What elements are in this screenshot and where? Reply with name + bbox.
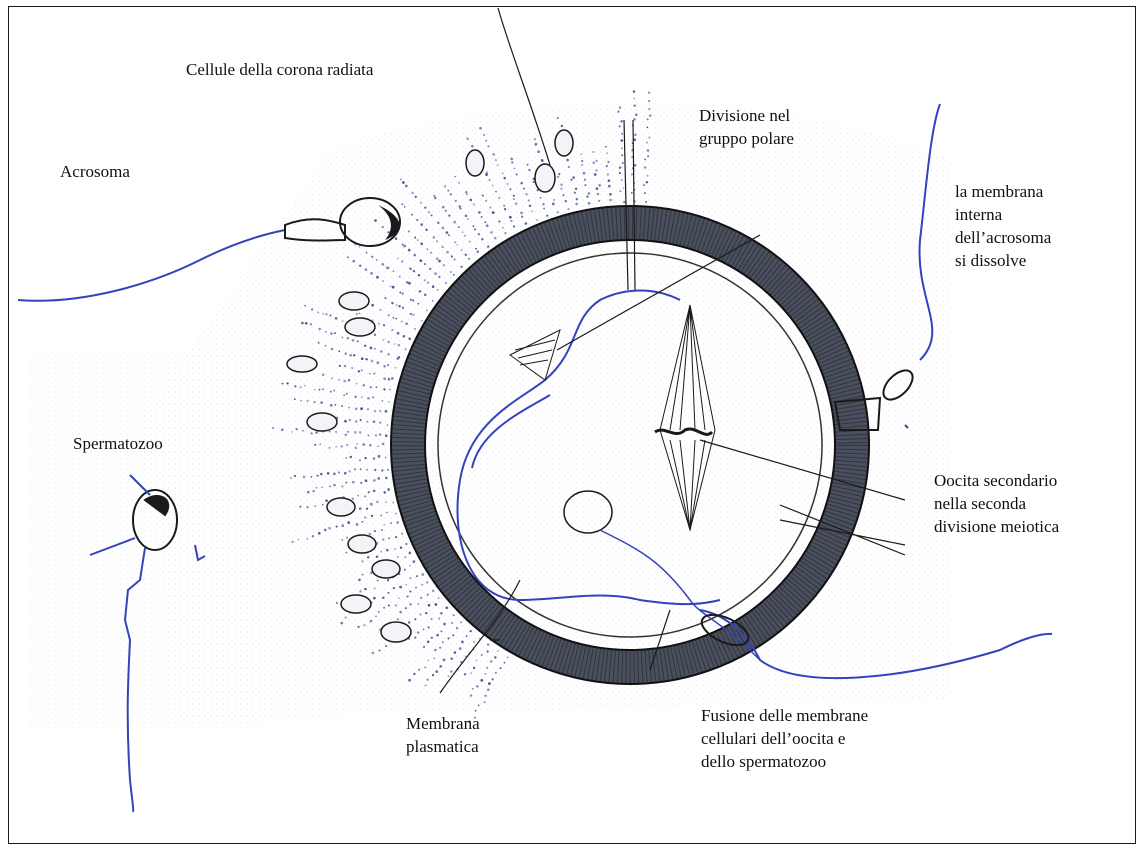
- label-plasma-membrane: Membrana plasmatica: [406, 712, 480, 758]
- label-corona-cells: Cellule della corona radiata: [186, 58, 373, 81]
- label-polar-division: Divisione nel gruppo polare: [699, 104, 794, 150]
- label-sperm: Spermatozoo: [73, 432, 163, 455]
- label-secondary-oocyte: Oocita secondario nella seconda division…: [934, 469, 1059, 538]
- label-membrane-fusion: Fusione delle membrane cellulari dell’oo…: [701, 704, 868, 773]
- label-acrosome: Acrosoma: [60, 160, 130, 183]
- label-inner-membrane-dissolves: la membrana interna dell’acrosoma si dis…: [955, 180, 1051, 272]
